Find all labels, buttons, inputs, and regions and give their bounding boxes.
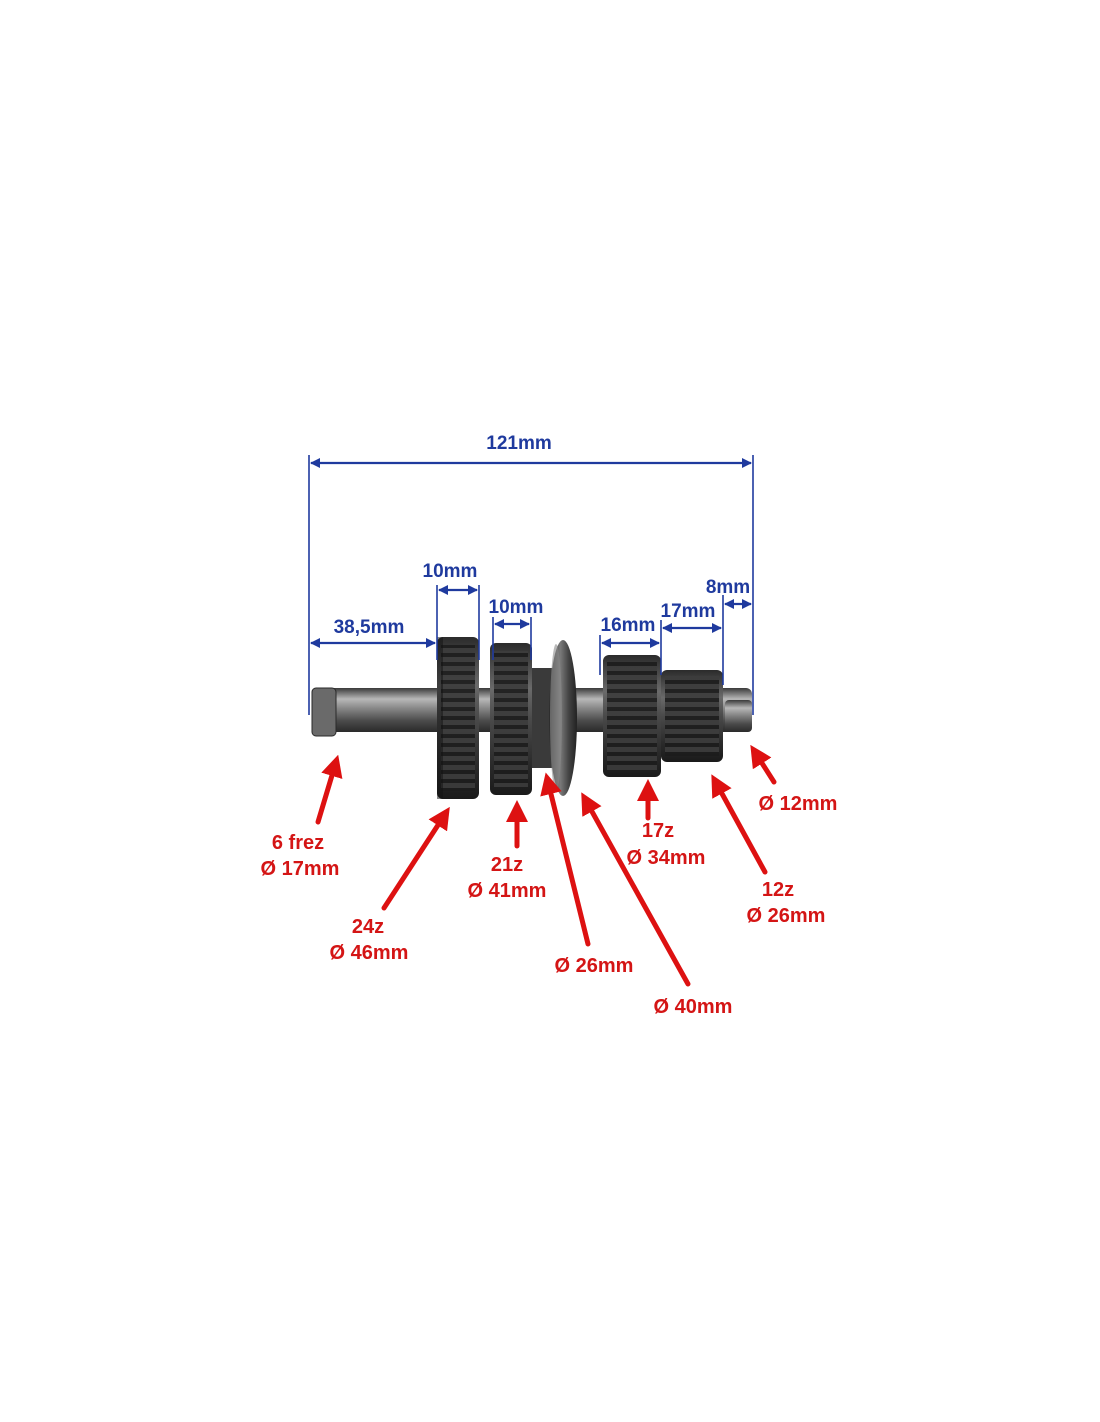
spline-end [311,687,337,737]
dimension-labels: 121mm 38,5mm 10mm 10mm 16mm 17mm 8mm [334,433,751,638]
dim-gear21-label: 10mm [489,597,544,618]
callout-tip12-line2: Ø 12mm [759,793,838,815]
dim-gear24-label: 10mm [423,561,478,582]
gear-12z [661,670,723,762]
dim-gear12-label: 17mm [661,601,716,622]
dim-end-label: 8mm [706,577,750,598]
callout-gear24-line2: Ø 46mm [330,942,409,964]
callout-hub26-line2: Ø 26mm [555,955,634,977]
callout-gear12-line2: Ø 26mm [747,905,826,927]
callout-gear12-line1: 12z [762,879,794,901]
callout-labels: 6 frez Ø 17mm 24z Ø 46mm 21z Ø 41mm Ø 26… [261,793,838,1018]
gear-17z [603,655,661,777]
shaft-assembly [311,637,752,799]
dimension-lines [308,455,754,715]
arrow-hub26 [540,772,591,947]
dim-overall-label: 121mm [486,433,552,454]
gear-21z [490,643,532,795]
dim-38-label: 38,5mm [334,617,405,638]
callout-arrows [315,744,777,987]
callout-spline-line2: Ø 17mm [261,858,340,880]
callout-gear24-line1: 24z [352,916,384,938]
arrow-spline [315,754,343,825]
arrow-gear12 [711,774,768,875]
callout-gear21-line1: 21z [491,854,523,876]
hub [532,668,554,768]
callout-gear21-line2: Ø 41mm [468,880,547,902]
arrow-gear24 [381,806,450,911]
arrow-collar40 [581,792,691,987]
callout-gear17-line1: 17z [642,820,674,842]
callout-spline-line1: 6 frez [272,832,324,854]
shaft-tip [725,700,752,732]
callout-collar40-line2: Ø 40mm [654,996,733,1018]
dim-gear17-label: 16mm [601,615,656,636]
arrow-tip12 [750,744,777,785]
callout-gear17-line2: Ø 34mm [627,847,706,869]
gear-24z [437,637,479,799]
collar-40mm [549,640,577,796]
